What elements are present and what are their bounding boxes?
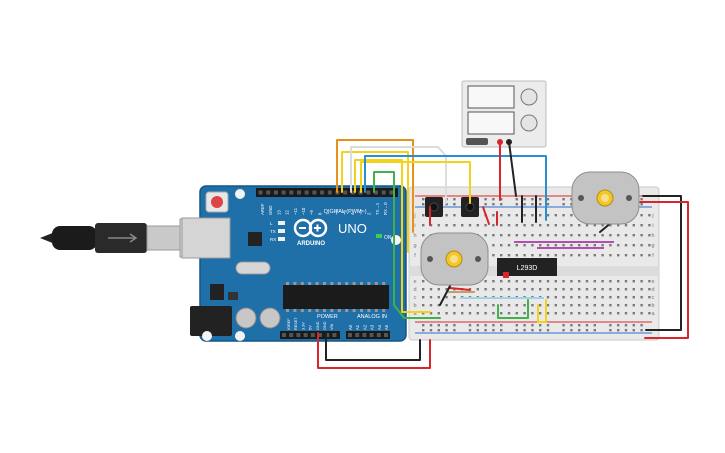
power-pin-label: VIN [330,323,334,330]
breadboard-row-letter: b [651,303,654,309]
analog-pin-label: A3 [370,324,375,330]
breadboard-row-letter: c [652,295,655,301]
digital-pin-label: 8 [317,212,322,215]
digital-pin-label: 2 [367,212,372,215]
breadboard-row-letter: e [413,279,416,285]
breadboard-row-letter: j [651,213,653,219]
wires [317,139,689,369]
board-led-label: L [270,221,273,226]
l293d-chip[interactable]: L293D [497,258,557,278]
board-brand-label: ARDUINO [297,241,325,247]
breadboard-row-letter: a [651,311,655,317]
digital-pin-label: ~6 [334,209,339,215]
breadboard-row-letter: e [651,279,654,285]
dc-motor-icon[interactable] [571,171,640,225]
analog-pin-label: A0 [348,324,353,330]
breadboard-row-letter: f [414,253,416,259]
analog-pin-label: A4 [377,324,382,330]
breadboard-row-letter: g [651,243,654,249]
power-pin-label: 3.3V [301,322,305,330]
board-model-label: UNO [338,221,367,236]
digital-pin-label: ~3 [358,209,363,215]
breadboard-row-letter: c [414,295,417,301]
power-header-label: POWER [317,314,338,320]
breadboard-row-letter: g [413,243,416,249]
arduino-uno-board[interactable]: UNO ARDUINO DIGITAL (PWM~) POWER ANALOG … [181,185,407,342]
digital-pin-label: 13 [276,210,281,215]
breadboard-row-letter: i [652,223,653,229]
analog-pin-label: A5 [384,324,389,330]
analog-header-label: ANALOG IN [357,314,387,320]
power-pin-label: 5V [309,325,313,330]
power-pin-label: GND [316,321,320,330]
push-button-icon[interactable] [461,197,479,217]
digital-pin-label: 7 [326,212,331,215]
digital-pin-label: TX→1 [375,202,380,215]
on-led-label: ON [384,235,392,241]
breadboard-row-letter: i [414,223,415,229]
digital-header-label: DIGITAL (PWM~) [324,209,367,215]
analog-pin-label: A2 [362,324,367,330]
arduino-logo-icon [293,218,328,238]
board-led-label: RX [270,237,276,242]
power-pin-label: RESET [294,317,298,330]
breadboard-row-letter: h [651,233,654,239]
digital-pin-label: RX←0 [383,202,388,215]
dc-motor-icon[interactable] [420,232,489,286]
digital-pin-label: 12 [285,210,290,215]
power-supply-icon[interactable] [461,80,547,148]
digital-pin-label: GND [268,205,273,215]
digital-pin-label: ~10 [301,207,306,215]
power-pin-label: IOREF [287,318,291,330]
breadboard-row-letter: d [651,287,654,293]
digital-pin-label: ~9 [309,209,314,215]
board-led-label: TX [270,229,276,234]
digital-pin-label: ~5 [342,209,347,215]
breadboard-row-letter: f [652,253,654,259]
power-pin-label: GND [323,321,327,330]
breadboard-row-letter: d [413,287,416,293]
push-button-icon[interactable] [425,197,443,217]
chip-label: L293D [517,265,538,272]
breadboard-row-letter: b [413,303,416,309]
digital-pin-label: ~11 [293,207,298,215]
digital-pin-label: 4 [350,212,355,215]
breadboard-row-letter: a [413,311,417,317]
breadboard-row-letter: j [413,213,415,219]
breadboard-row-letter: h [413,233,416,239]
analog-pin-label: A1 [355,324,360,330]
digital-pin-label: AREF [260,203,265,215]
